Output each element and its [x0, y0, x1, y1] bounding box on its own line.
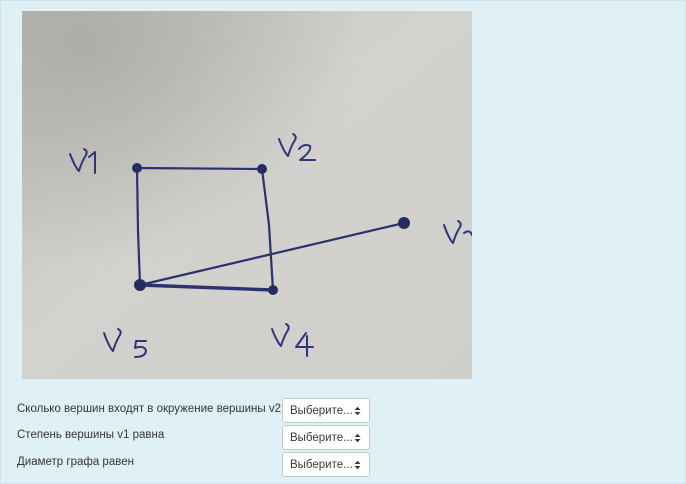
label-v1-letter: [69, 148, 88, 172]
label-v2-letter: [278, 133, 297, 157]
vertex-v5: [134, 279, 146, 291]
paper-shadow: [22, 11, 472, 379]
vertex-v1: [132, 163, 142, 173]
vertex-v2: [257, 164, 267, 174]
label-v5-letter: [103, 328, 122, 352]
label-v4-letter: [271, 323, 290, 347]
graph-photo-drawing: [22, 11, 472, 379]
question-label-v1-degree: Степень вершины v1 равна: [17, 429, 165, 441]
answer-select-v2-neighborhood[interactable]: Выберите...: [282, 398, 370, 423]
label-v1-digit: [88, 151, 96, 174]
vertex-labels: [69, 133, 472, 358]
label-v2-digit: [298, 144, 316, 161]
select-value: Выберите...: [290, 405, 353, 417]
vertex-v4: [268, 285, 278, 295]
question-label-v2-neighborhood: Сколько вершин входят в окружение вершин…: [17, 403, 282, 415]
answer-select-v1-degree[interactable]: Выберите...: [282, 425, 370, 450]
graph-edges: [135, 166, 406, 292]
select-value: Выберите...: [290, 459, 353, 471]
label-v5-digit: [134, 340, 147, 358]
label-v4-digit: [295, 332, 314, 357]
label-v3-digit: [463, 230, 472, 236]
graph-vertices: [132, 163, 410, 295]
select-value: Выберите...: [290, 432, 353, 444]
answer-select-graph-diameter[interactable]: Выберите...: [282, 452, 370, 477]
edge-v1-v5: [135, 166, 142, 287]
edge-v2-v4: [260, 167, 275, 292]
sort-arrows-icon: [354, 433, 361, 443]
question-label-graph-diameter: Диаметр графа равен: [17, 456, 134, 468]
label-v3-letter: [443, 220, 462, 244]
sort-arrows-icon: [354, 460, 361, 470]
sort-arrows-icon: [354, 406, 361, 416]
edge-v5-v3: [138, 221, 406, 287]
vertex-v3: [398, 217, 410, 229]
edge-v5-v4: [138, 283, 275, 292]
edge-v1-v2: [135, 166, 264, 171]
graph-photo: [22, 11, 472, 379]
